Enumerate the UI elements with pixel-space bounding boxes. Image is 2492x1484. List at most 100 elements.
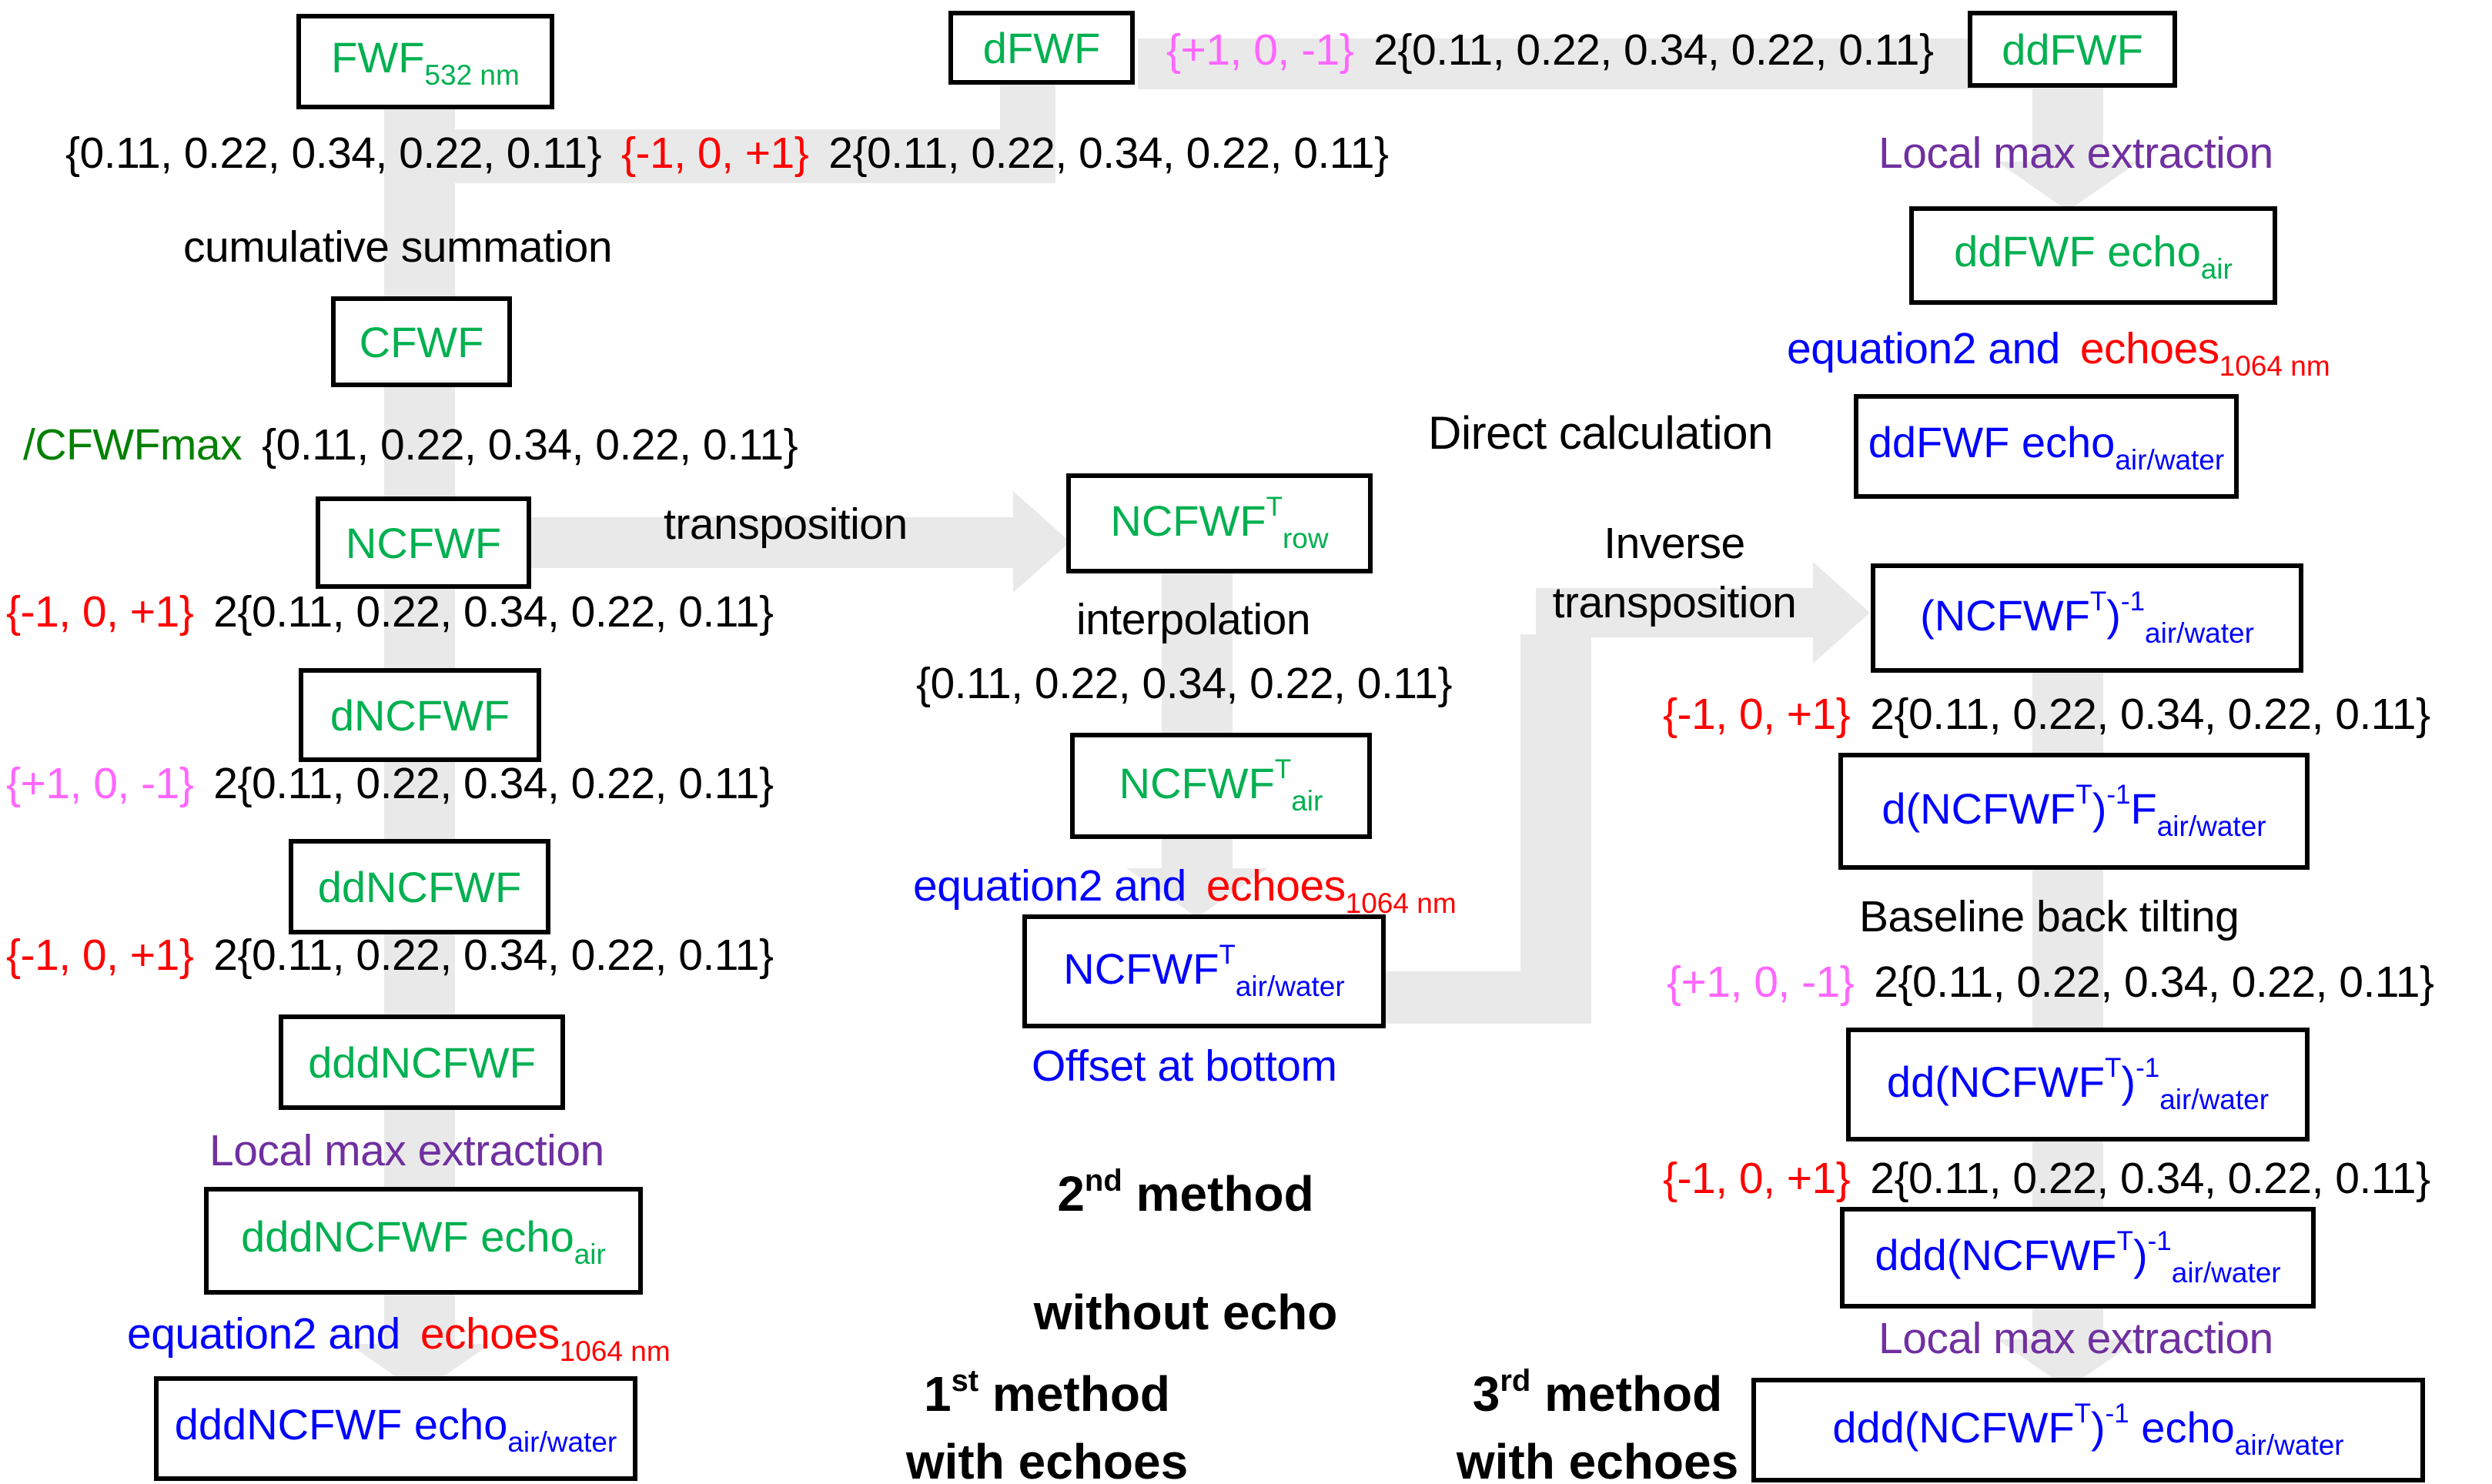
ncfwft-air-label: NCFWFTair [1119, 754, 1323, 817]
flow-line-inverse-transposition [1536, 588, 1815, 637]
ddncfwf-box: ddNCFWF [289, 839, 550, 934]
d-ncfwft-inverse-f-airwater-box: d(NCFWFT)-1Fair/water [1838, 753, 2310, 870]
dfwf-box: dFWF [948, 11, 1135, 85]
dddncfwf-echo-airwater-label: dddNCFWF echoair/water [174, 1399, 617, 1458]
ncfwft-row-box: NCFWFTrow [1066, 473, 1373, 573]
cfwfmax-label: /CFWFmax [23, 420, 243, 470]
dfwf-label: dFWF [982, 23, 1101, 72]
flow-line-elbow-vertical [1520, 634, 1591, 1024]
ddfwf-box: ddFWF [1968, 11, 2177, 88]
kernel2-values: 2{0.11, 0.22, 0.34, 0.22, 0.11} [1874, 958, 2434, 1007]
ncfwft-inverse-airwater-box: (NCFWFT)-1air/water [1871, 563, 2303, 673]
filter-pos-label: {+1, 0, -1} [1667, 958, 1855, 1007]
ddfwf-echo-airwater-box: ddFWF echoair/water [1854, 394, 2239, 499]
cfwf-label: CFWF [359, 317, 484, 366]
offset-at-bottom-label: Offset at bottom [1032, 1041, 1337, 1091]
ddfwf-echo-air-label: ddFWF echoair [1954, 226, 2233, 285]
method3-line1: 3rd method [1472, 1364, 1723, 1422]
d-ncfwft-inverse-f-airwater-label: d(NCFWFT)-1Fair/water [1882, 780, 2266, 842]
echoes-wavelength-label: 1064 nm [559, 1335, 671, 1367]
flow-line-transposition [531, 517, 1015, 568]
equation2-echoes-row-middle: equation2 and echoes1064 nm [913, 861, 1457, 920]
dddncfwf-label: dddNCFWF [308, 1038, 536, 1087]
direct-calculation-label: Direct calculation [1428, 407, 1773, 459]
dd-ncfwft-inverse-airwater-label: dd(NCFWFT)-1air/water [1886, 1053, 2270, 1115]
ncfwf-filter-row: {-1, 0, +1} 2{0.11, 0.22, 0.34, 0.22, 0.1… [6, 587, 774, 637]
kernel2-values: 2{0.11, 0.22, 0.34, 0.22, 0.11} [213, 587, 774, 637]
method3-line2: with echoes [1456, 1434, 1739, 1484]
filter-neg-label: {-1, 0, +1} [6, 587, 194, 637]
dfwf-filter-row: {+1, 0, -1} 2{0.11, 0.22, 0.34, 0.22, 0.1… [1166, 25, 1934, 75]
fwf-kernel-filter-row: {0.11, 0.22, 0.34, 0.22, 0.11} {-1, 0, +1… [65, 128, 1389, 179]
cfwfmax-kernel-row: /CFWFmax {0.11, 0.22, 0.34, 0.22, 0.11} [23, 419, 798, 470]
dddncfwf-echo-airwater-box: dddNCFWF echoair/water [154, 1376, 637, 1481]
kernel-values: {0.11, 0.22, 0.34, 0.22, 0.11} [65, 129, 602, 178]
dd-ncfwft-inverse-airwater-box: dd(NCFWFT)-1air/water [1846, 1028, 2310, 1141]
ncfwft-air-box: NCFWFTair [1070, 733, 1372, 839]
dd-inverse-filter-row: {-1, 0, +1}2{0.11, 0.22, 0.34, 0.22, 0.1… [1663, 1153, 2430, 1204]
flow-line-fwf-to-dfwf [420, 129, 1055, 183]
method2-line2: without echo [1033, 1285, 1338, 1340]
echoes-label: echoes [420, 1309, 560, 1359]
kernel2-values: 2{0.11, 0.22, 0.34, 0.22, 0.11} [213, 759, 774, 808]
local-max-extraction-label-bottom-right: Local max extraction [1878, 1314, 2273, 1363]
kernel2-values: 2{0.11, 0.22, 0.34, 0.22, 0.11} [1373, 25, 1934, 75]
ncfwft-airwater-label: NCFWFTair/water [1063, 940, 1345, 1002]
echoes-wavelength-label: 1064 nm [2219, 350, 2330, 382]
filter-neg-label: {-1, 0, +1} [621, 129, 809, 178]
method1-line2: with echoes [905, 1434, 1189, 1484]
ddd-ncfwft-inverse-airwater-box: ddd(NCFWFT)-1air/water [1840, 1207, 2316, 1309]
right-arrow-icon [1013, 491, 1070, 593]
dncfwf-filter-row: {+1, 0, -1} 2{0.11, 0.22, 0.34, 0.22, 0.1… [6, 758, 774, 809]
ddncfwf-filter-row: {-1, 0, +1} 2{0.11, 0.22, 0.34, 0.22, 0.1… [6, 930, 774, 981]
interpolation-label: interpolation [1076, 595, 1311, 644]
local-max-extraction-label-left: Local max extraction [209, 1126, 604, 1175]
method2-line1: 2nd method [1057, 1164, 1314, 1222]
ncfwft-row-label: NCFWFTrow [1110, 492, 1329, 554]
ddd-ncfwft-inverse-airwater-label: ddd(NCFWFT)-1air/water [1875, 1226, 2281, 1288]
flow-line-ddfwf-vertical [2032, 86, 2103, 163]
ncfwf-box: NCFWF [316, 496, 531, 589]
echoes-label: echoes [2079, 324, 2219, 373]
method1-line1: 1st method [923, 1364, 1171, 1422]
ncfwft-inverse-airwater-label: (NCFWFT)-1air/water [1920, 587, 2254, 649]
dddncfwf-echo-air-label: dddNCFWF echoair [241, 1212, 606, 1270]
down-arrow-icon [1126, 868, 1268, 917]
echoes-label: echoes [1206, 861, 1346, 911]
baseline-back-tilting-label: Baseline back tilting [1859, 892, 2239, 941]
cfwf-box: CFWF [331, 296, 512, 387]
ddfwf-echo-airwater-label: ddFWF echoair/water [1868, 417, 2225, 476]
right-arrow-icon [1813, 562, 1870, 663]
ncfwf-label: NCFWF [345, 518, 502, 567]
equation2-echoes-row-right: equation2 and echoes1064 nm [1787, 323, 2330, 383]
filter-neg-label: {-1, 0, +1} [1663, 1154, 1851, 1203]
down-arrow-icon [1997, 162, 2139, 211]
ddfwf-echo-air-box: ddFWF echoair [1909, 206, 2277, 305]
flow-line-dfwf-to-ddfwf [1138, 38, 2071, 89]
local-max-extraction-label-top-right: Local max extraction [1878, 129, 2273, 178]
dddncfwf-box: dddNCFWF [279, 1014, 565, 1110]
ddd-ncfwft-inverse-echo-airwater-box: ddd(NCFWFT)-1 echoair/water [1751, 1378, 2425, 1482]
dncfwf-label: dNCFWF [329, 690, 510, 740]
dddncfwf-echo-air-box: dddNCFWF echoair [204, 1187, 643, 1295]
filter-neg-label: {-1, 0, +1} [6, 931, 194, 980]
dncfwf-box: dNCFWF [299, 668, 541, 762]
kernel-values: {0.11, 0.22, 0.34, 0.22, 0.11} [262, 420, 798, 470]
fwf-box: FWF532 nm [296, 14, 554, 109]
echoes-wavelength-label: 1064 nm [1345, 887, 1457, 919]
equation2-label: equation2 and [1787, 324, 2060, 373]
kernel2-values: 2{0.11, 0.22, 0.34, 0.22, 0.11} [1870, 690, 2430, 739]
equation2-label: equation2 and [127, 1309, 400, 1359]
inverse-filter-row: {-1, 0, +1}2{0.11, 0.22, 0.34, 0.22, 0.1… [1663, 689, 2430, 740]
baseline-filter-row: {+1, 0, -1} 2{0.11, 0.22, 0.34, 0.22, 0.1… [1667, 957, 2434, 1008]
interpolation-kernel-row: {0.11, 0.22, 0.34, 0.22, 0.11} [916, 659, 1453, 708]
ddfwf-label: ddFWF [2002, 25, 2143, 74]
filter-pos-label: {+1, 0, -1} [6, 759, 194, 808]
equation2-label: equation2 and [913, 861, 1186, 911]
kernel2-values: 2{0.11, 0.22, 0.34, 0.22, 0.11} [213, 931, 774, 980]
ncfwft-airwater-box: NCFWFTair/water [1022, 914, 1386, 1028]
fwf-label: FWF532 nm [331, 32, 520, 91]
filter-pos-label: {+1, 0, -1} [1166, 25, 1354, 75]
